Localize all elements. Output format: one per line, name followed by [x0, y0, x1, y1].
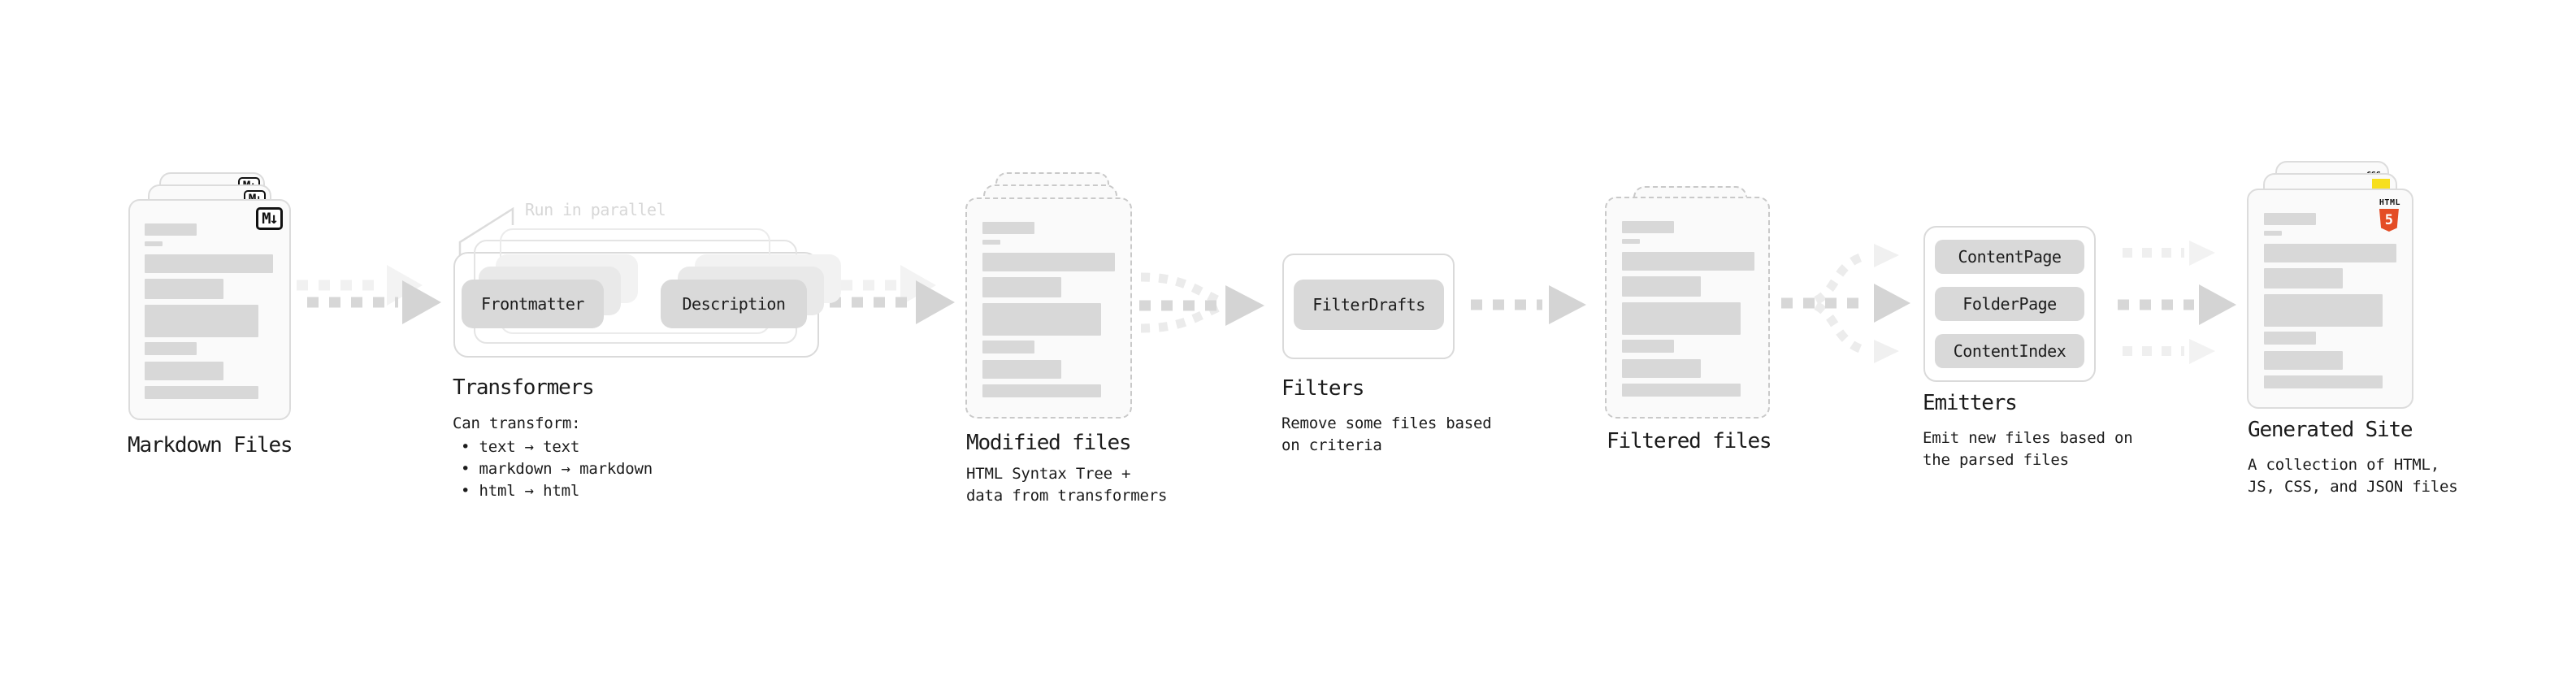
doc-text-line: [982, 240, 1000, 245]
html5-badge-caption: HTML: [2379, 198, 2400, 207]
doc-text-line: [1622, 359, 1701, 378]
transformers-desc-title: Can transform:: [453, 414, 581, 432]
doc-text-line: [145, 342, 197, 355]
run-in-parallel-note: Run in parallel: [525, 200, 666, 219]
arrow-markdown-to-transformers: [297, 265, 441, 324]
doc-text-lines: [2264, 213, 2396, 388]
doc-text-line: [1622, 252, 1754, 271]
doc-text-line: [1622, 384, 1741, 397]
generated-site-label: Generated Site: [2248, 418, 2413, 442]
doc-text-line: [145, 362, 223, 380]
filtered-file-card: [1605, 197, 1770, 419]
generated-site-desc: A collection of HTML, JS, CSS, and JSON …: [2248, 456, 2458, 496]
modified-files-label: Modified files: [966, 431, 1132, 455]
doc-text-line: [145, 386, 258, 399]
doc-text-line: [982, 222, 1034, 234]
arrow-filters-to-filtered: [1471, 285, 1586, 324]
arrow-emitters-to-generated: [2118, 241, 2236, 364]
doc-text-line: [2264, 332, 2316, 345]
filters-desc: Remove some files based on criteria: [1281, 414, 1492, 454]
contentindex-pill: ContentIndex: [1935, 334, 2084, 368]
doc-text-lines: [982, 222, 1115, 397]
doc-text-line: [982, 360, 1061, 379]
filterdrafts-pill: FilterDrafts: [1294, 280, 1444, 330]
transformers-label: Transformers: [453, 375, 595, 400]
frontmatter-pill: Frontmatter: [462, 280, 604, 328]
generated-file-card: HTML 5: [2247, 189, 2413, 409]
html5-badge-number: 5: [2384, 212, 2394, 228]
doc-text-line: [2264, 244, 2396, 262]
doc-text-line: [1622, 221, 1674, 233]
doc-text-line: [1622, 276, 1701, 297]
markdown-file-card: M↓: [128, 199, 291, 420]
modified-files-desc: HTML Syntax Tree + data from transformer…: [966, 465, 1168, 505]
doc-text-line: [1622, 340, 1674, 353]
html5-shield: 5: [2379, 209, 2399, 232]
contentpage-pill: ContentPage: [1935, 240, 2084, 274]
filters-label: Filters: [1281, 376, 1364, 401]
doc-text-line: [145, 254, 273, 273]
emitters-label: Emitters: [1923, 391, 2018, 415]
doc-text-line: [2264, 231, 2282, 236]
run-in-parallel-callout-line: [458, 206, 514, 257]
doc-text-line: [145, 305, 258, 337]
doc-text-line: [982, 253, 1115, 271]
markdown-file-badge: M↓: [256, 207, 283, 230]
transformers-bullet: • text → text: [461, 438, 580, 456]
doc-text-line: [2264, 375, 2383, 388]
doc-text-line: [982, 277, 1061, 297]
doc-text-line: [982, 384, 1101, 397]
doc-text-line: [2264, 268, 2343, 288]
doc-text-line: [1622, 302, 1741, 335]
arrow-modified-to-filters: [1139, 272, 1264, 333]
doc-text-lines: [145, 223, 273, 399]
folderpage-pill: FolderPage: [1935, 287, 2084, 321]
doc-text-line: [145, 223, 197, 236]
doc-text-line: [982, 340, 1034, 354]
filtered-files-label: Filtered files: [1607, 429, 1772, 453]
html5-file-icon: HTML 5: [2379, 193, 2400, 232]
emitters-desc: Emit new files based on the parsed files: [1923, 429, 2133, 469]
arrow-transformers-to-modified: [819, 265, 955, 324]
doc-text-line: [2264, 294, 2383, 327]
js-file-icon: [2372, 179, 2390, 191]
emitters-box: ContentPage FolderPage ContentIndex: [1923, 226, 2096, 382]
doc-text-line: [1622, 239, 1640, 244]
doc-text-line: [145, 279, 223, 299]
arrow-filtered-to-emitters: [1781, 244, 1910, 363]
transformers-bullet: • html → html: [461, 482, 580, 500]
doc-text-lines: [1622, 221, 1754, 397]
markdown-files-label: Markdown Files: [128, 433, 293, 458]
transformers-bullet: • markdown → markdown: [461, 460, 653, 478]
doc-text-line: [2264, 351, 2343, 370]
modified-file-card: [965, 197, 1132, 419]
doc-text-line: [2264, 213, 2316, 225]
description-pill: Description: [661, 280, 807, 328]
doc-text-line: [145, 241, 163, 246]
doc-text-line: [982, 303, 1101, 336]
